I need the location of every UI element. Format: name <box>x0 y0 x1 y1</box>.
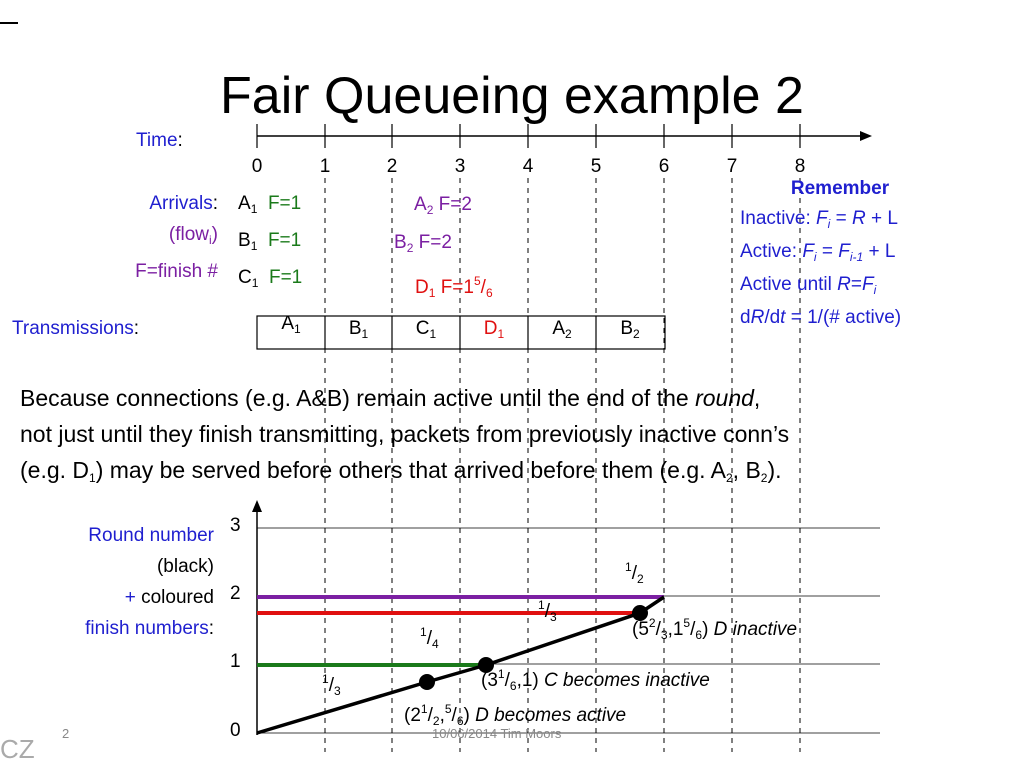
explanation-paragraph: Because connections (e.g. A&B) remain ac… <box>20 380 789 496</box>
annotation-d-inactive: (52/3,15/6) D inactive <box>632 616 798 642</box>
finish-numbers-label: finish numbers: <box>85 618 214 639</box>
corner-dash <box>0 22 18 24</box>
graph-side-label: Round number (black) + coloured finish n… <box>85 520 214 644</box>
time-ticks <box>256 124 801 148</box>
y-tick-0: 0 <box>230 720 241 741</box>
arrival-c1: C1 F=1 <box>238 267 303 290</box>
footer-text: 10/06/2014 Tim Moors <box>432 726 562 741</box>
remember-list: Inactive: Fi = R + L Active: Fi = Fi-1 +… <box>740 205 901 332</box>
slope-label-2: 1/4 <box>420 625 439 651</box>
tx-cell-b1: B1 <box>348 318 369 341</box>
y-tick-3: 3 <box>230 515 241 536</box>
page-title: Fair Queueing example 2 <box>220 67 804 125</box>
annotation-d-active: (21/2,5/6) D becomes active <box>404 702 627 728</box>
finish-label: F=finish # <box>135 261 218 282</box>
arrival-a2: A2 F=2 <box>414 194 472 217</box>
arrival-a1: A1 F=1 <box>238 193 302 216</box>
tick-0: 0 <box>251 156 263 177</box>
slope-label-4: 1/2 <box>625 560 644 586</box>
tx-cell-d1: D1 <box>483 318 505 341</box>
point-c-inactive <box>478 657 494 673</box>
para-line-1: Because connections (e.g. A&B) remain ac… <box>20 385 761 411</box>
flow-label: (flowi) <box>168 224 218 247</box>
coloured-label: + coloured <box>124 587 214 608</box>
remember-line-1: Inactive: Fi = R + L <box>740 208 898 231</box>
tx-cell-b2: B2 <box>620 318 640 341</box>
transmissions-label: Transmissions: <box>12 318 140 339</box>
round-number-label: Round number <box>88 525 214 546</box>
remember-line-3: Active until R=Fi <box>740 274 877 297</box>
remember-line-4: dR/dt = 1/(# active) <box>740 307 902 328</box>
transmission-box <box>256 315 666 350</box>
arrival-d1: D1 F=15/6 <box>415 274 493 300</box>
tick-7: 7 <box>726 156 738 177</box>
tick-3: 3 <box>454 156 466 177</box>
arrivals-labels: Arrivals: (flowi) F=finish # <box>135 188 218 287</box>
slope-label-1: 1/3 <box>322 672 341 698</box>
tick-1: 1 <box>319 156 331 177</box>
black-label: (black) <box>156 556 214 577</box>
page-number: 2 <box>62 726 70 741</box>
arrival-b2: B2 F=2 <box>394 232 452 255</box>
tx-cell-a1: A1 <box>281 313 301 336</box>
para-line-2: not just until they finish transmitting,… <box>20 421 790 447</box>
arrival-b1: B1 F=1 <box>238 230 302 253</box>
remember-heading: Remember <box>790 178 890 199</box>
y-tick-2: 2 <box>230 583 241 604</box>
arrival-items: A1 F=1 B1 F=1 C1 F=1 <box>238 188 302 299</box>
corner-mark: CZ <box>0 734 35 764</box>
time-axis-arrow <box>860 131 872 141</box>
tick-8: 8 <box>794 156 806 177</box>
tick-4: 4 <box>522 156 534 177</box>
slope-label-3: 1/3 <box>538 598 557 624</box>
y-tick-1: 1 <box>230 651 241 672</box>
tick-2: 2 <box>386 156 398 177</box>
tick-5: 5 <box>590 156 602 177</box>
time-label: Time: <box>136 130 183 151</box>
point-d-active <box>419 674 435 690</box>
tx-cell-c1: C1 <box>415 318 437 341</box>
para-line-3: (e.g. D1) may be served before others th… <box>20 457 782 485</box>
graph-y-axis-arrow <box>252 500 262 512</box>
annotation-c-inactive: (31/6,1) C becomes inactive <box>481 667 710 693</box>
point-d-inactive <box>632 605 648 621</box>
tx-cell-a2: A2 <box>552 318 572 341</box>
arrivals-label: Arrivals: <box>149 193 218 214</box>
tick-6: 6 <box>658 156 670 177</box>
remember-line-2: Active: Fi = Fi-1 + L <box>740 241 896 264</box>
